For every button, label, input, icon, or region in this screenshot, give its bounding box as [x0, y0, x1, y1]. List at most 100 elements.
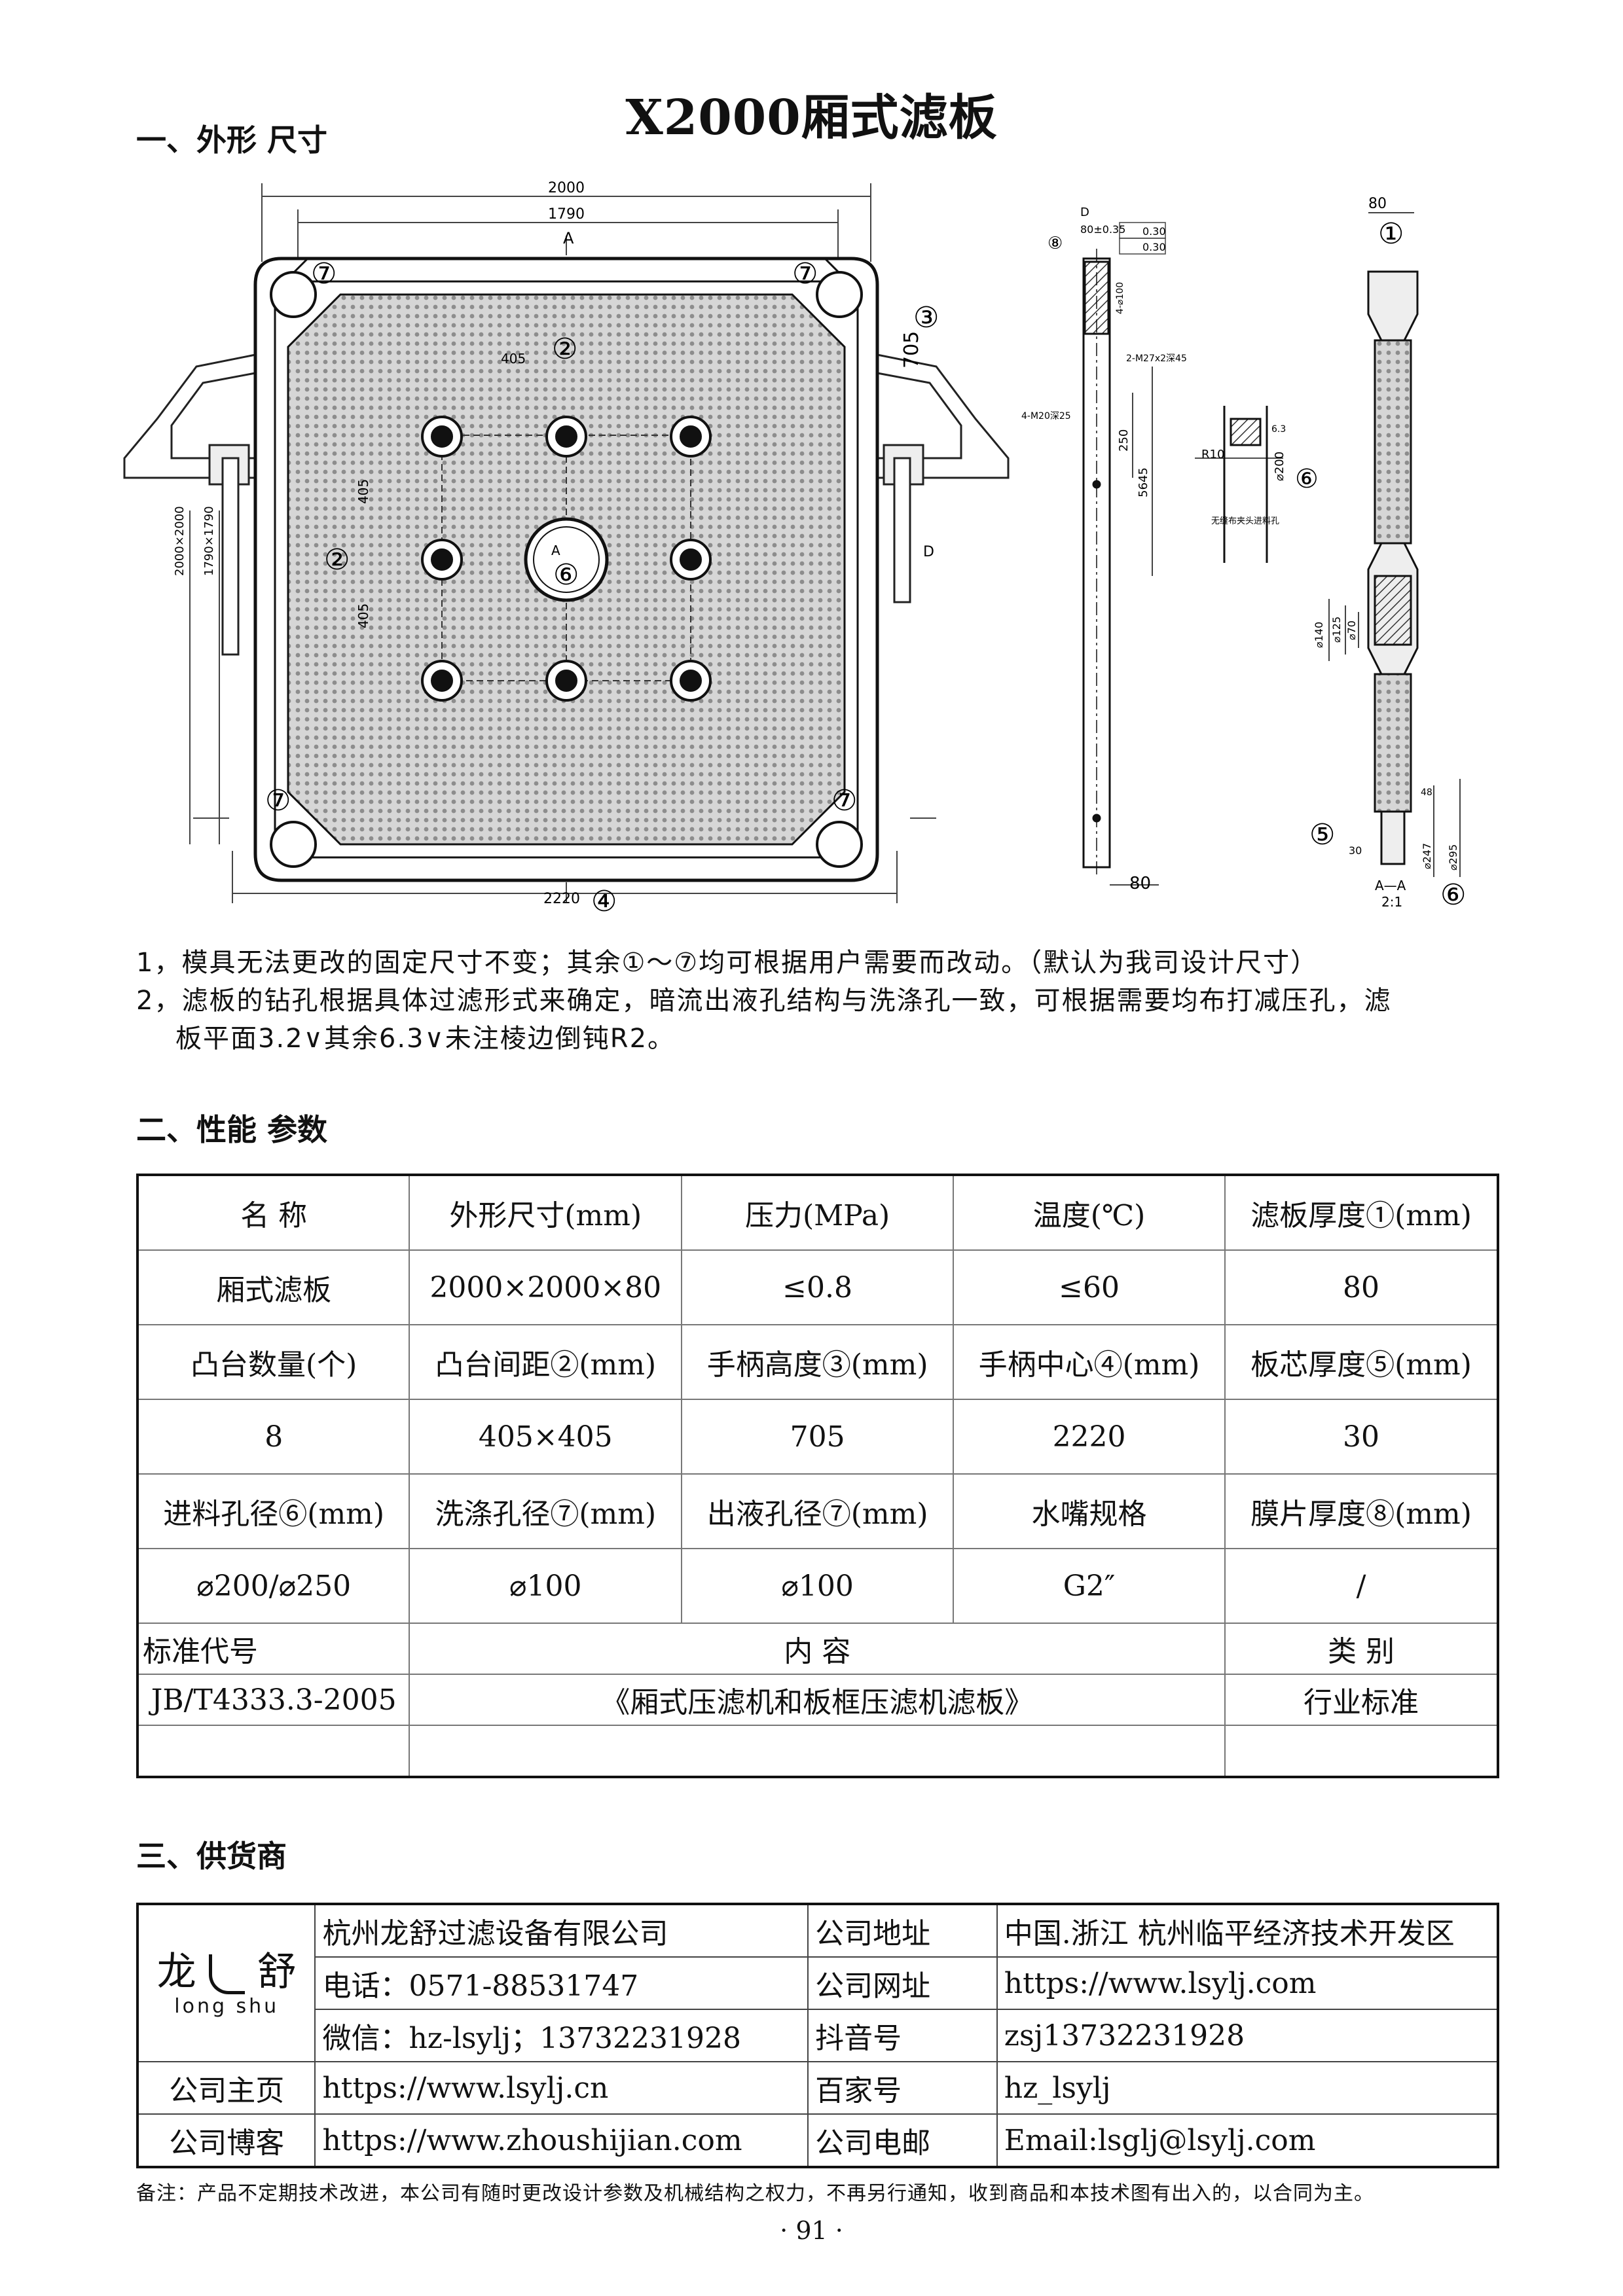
- address-label: 公司地址: [807, 1903, 998, 1958]
- table-cell: G2″: [953, 1548, 1226, 1624]
- table-row: 8 405×405 705 2220 30: [136, 1399, 1499, 1475]
- table-cell: [1224, 1725, 1499, 1778]
- rough-1: 6.3: [1271, 424, 1286, 435]
- note-3: 板平面3.2∨其余6.3∨未注棱边倒钝R2。: [175, 1024, 676, 1054]
- website-link[interactable]: https://www.lsylj.com: [996, 1956, 1499, 2010]
- note-bolt2: 2-M27x2深45: [1126, 353, 1187, 364]
- home-link[interactable]: https://www.lsylj.cn: [314, 2061, 809, 2115]
- marker-8: ⑧: [1048, 234, 1063, 253]
- table-cell: [136, 1725, 410, 1778]
- dim-d295: ⌀295: [1447, 844, 1459, 870]
- phone: 电话：0571-88531747: [314, 1956, 809, 2010]
- table-row: 微信：hz-lsylj；13732231928 抖音号 zsj137322319…: [137, 2009, 1499, 2062]
- note-hole: 4-⌀100: [1115, 282, 1125, 314]
- table-cell: 2000×2000×80: [409, 1249, 683, 1325]
- table-cell: 手柄高度③(mm): [681, 1324, 955, 1400]
- table-cell: 手柄中心④(mm): [953, 1324, 1226, 1400]
- table-row: 电话：0571-88531747 公司网址 https://www.lsylj.…: [137, 1956, 1499, 2010]
- feed-detail: [1195, 406, 1283, 563]
- table-cell: ⌀200/⌀250: [136, 1548, 410, 1624]
- performance-table: 名 称 外形尺寸(mm) 压力(MPa) 温度(℃) 滤板厚度①(mm) 厢式滤…: [136, 1174, 1499, 1778]
- table-cell: 标准代号: [136, 1623, 410, 1675]
- table-cell: 出液孔径⑦(mm): [681, 1473, 955, 1549]
- table-cell: 外形尺寸(mm): [409, 1174, 683, 1251]
- table-cell: ≤0.8: [681, 1249, 955, 1325]
- dim-handle-height: 705: [900, 331, 923, 368]
- blog-link[interactable]: https://www.zhoushijian.com: [314, 2113, 809, 2168]
- table-cell: 水嘴规格: [953, 1473, 1226, 1549]
- table-cell: 凸台数量(个): [136, 1324, 410, 1400]
- table-cell: 进料孔径⑥(mm): [136, 1473, 410, 1549]
- dim-d200: ⌀200: [1273, 452, 1286, 481]
- dim-handle-center: 2220: [543, 891, 580, 907]
- label-d-front: D: [923, 544, 934, 560]
- table-cell: 洗涤孔径⑦(mm): [409, 1473, 683, 1549]
- marker-6-center: ⑥: [553, 558, 579, 592]
- dim-r10: R10: [1201, 448, 1224, 461]
- technical-drawing: 2000 1790 A 2000×2000 1790×1790: [123, 180, 1466, 918]
- table-cell: 80: [1224, 1249, 1499, 1325]
- website-label: 公司网址: [807, 1956, 998, 2010]
- left-handle: [123, 352, 263, 656]
- address-value: 中国.浙江 杭州临平经济技术开发区: [996, 1903, 1499, 1958]
- supplier-table: 龙 舒 long shu 杭州龙舒过滤设备有限公司 公司地址 中国.浙江 杭州临…: [136, 1903, 1499, 2168]
- flatness-1: 0.30: [1142, 225, 1166, 238]
- table-cell: ⌀100: [409, 1548, 683, 1624]
- marker-4: ④: [591, 885, 617, 918]
- table-cell: JB/T4333.3-2005: [136, 1674, 410, 1726]
- company-name: 杭州龙舒过滤设备有限公司: [314, 1903, 809, 1958]
- email-label: 公司电邮: [807, 2113, 998, 2168]
- marker-7-tr: ⑦: [792, 257, 818, 291]
- table-cell: ≤60: [953, 1249, 1226, 1325]
- section-label: A—A: [1375, 878, 1406, 893]
- dim-d247: ⌀247: [1421, 843, 1433, 869]
- label-a-top: A: [563, 229, 574, 247]
- table-row: 公司主页 https://www.lsylj.cn 百家号 hz_lsylj: [136, 2061, 1499, 2115]
- note-feed: 无缝布夹头进料孔: [1211, 516, 1279, 526]
- dim-pitch-left-2: 405: [356, 603, 371, 628]
- table-cell: 温度(℃): [953, 1174, 1226, 1251]
- logo-char-1: 龙: [156, 1948, 196, 1995]
- table-row: ⌀200/⌀250 ⌀100 ⌀100 G2″ /: [136, 1548, 1499, 1624]
- marker-2-top: ②: [552, 332, 577, 366]
- table-cell: 内 容: [409, 1623, 1226, 1675]
- marker-6-section: ⑥: [1440, 878, 1466, 912]
- note-1: 1，模具无法更改的固定尺寸不变；其余①～⑦均可根据用户需要而改动。（默认为我司设…: [136, 948, 1319, 978]
- table-cell: 705: [681, 1399, 955, 1475]
- corner-holes: [270, 271, 863, 868]
- table-cell: 厢式滤板: [136, 1249, 410, 1325]
- marker-7-bl: ⑦: [265, 784, 291, 817]
- table-row: 进料孔径⑥(mm) 洗涤孔径⑦(mm) 出液孔径⑦(mm) 水嘴规格 膜片厚度⑧…: [136, 1473, 1499, 1549]
- logo-char-2: 舒: [257, 1948, 297, 1995]
- section-view: [1367, 270, 1419, 865]
- dim-pitch-top: 405: [501, 351, 526, 367]
- page-number: · 91 ·: [780, 2216, 843, 2245]
- table-cell: 2220: [953, 1399, 1226, 1475]
- dim-d125: ⌀125: [1330, 617, 1343, 643]
- douyin-value: zsj13732231928: [996, 2009, 1499, 2062]
- marker-2-left: ②: [324, 543, 350, 577]
- dim-d140: ⌀140: [1313, 622, 1325, 648]
- table-cell: /: [1224, 1548, 1499, 1624]
- table-cell: [409, 1725, 1226, 1778]
- flatness-2: 0.30: [1142, 241, 1166, 253]
- note-bolt1: 4-M20深25: [1021, 411, 1071, 422]
- dim-outer-size: 2000×2000: [173, 506, 187, 576]
- section-heading-dimensions: 一、外形 尺寸: [136, 122, 328, 158]
- right-handle: [869, 352, 1010, 603]
- marker-3: ③: [913, 301, 939, 334]
- table-cell: 凸台间距②(mm): [409, 1324, 683, 1400]
- table-row: 公司博客 https://www.zhoushijian.com 公司电邮 Em…: [136, 2113, 1499, 2168]
- label-a-center: A: [551, 543, 560, 558]
- marker-6-detail: ⑥: [1295, 464, 1319, 494]
- dim-section-top: 80: [1368, 196, 1387, 212]
- bosses: [421, 416, 712, 702]
- marker-7-tl: ⑦: [311, 257, 337, 291]
- section-heading-supplier: 三、供货商: [136, 1839, 287, 1874]
- dim-30: 30: [1349, 844, 1362, 857]
- marker-1: ①: [1378, 217, 1404, 251]
- email-link[interactable]: Email:lsglj@lsylj.com: [996, 2113, 1499, 2168]
- table-row: 凸台数量(个) 凸台间距②(mm) 手柄高度③(mm) 手柄中心④(mm) 板芯…: [136, 1324, 1499, 1400]
- footnote: 备注：产品不定期技术改进，本公司有随时更改设计参数及机械结构之权力，不再另行通知…: [136, 2182, 1374, 2205]
- table-cell: 行业标准: [1224, 1674, 1499, 1726]
